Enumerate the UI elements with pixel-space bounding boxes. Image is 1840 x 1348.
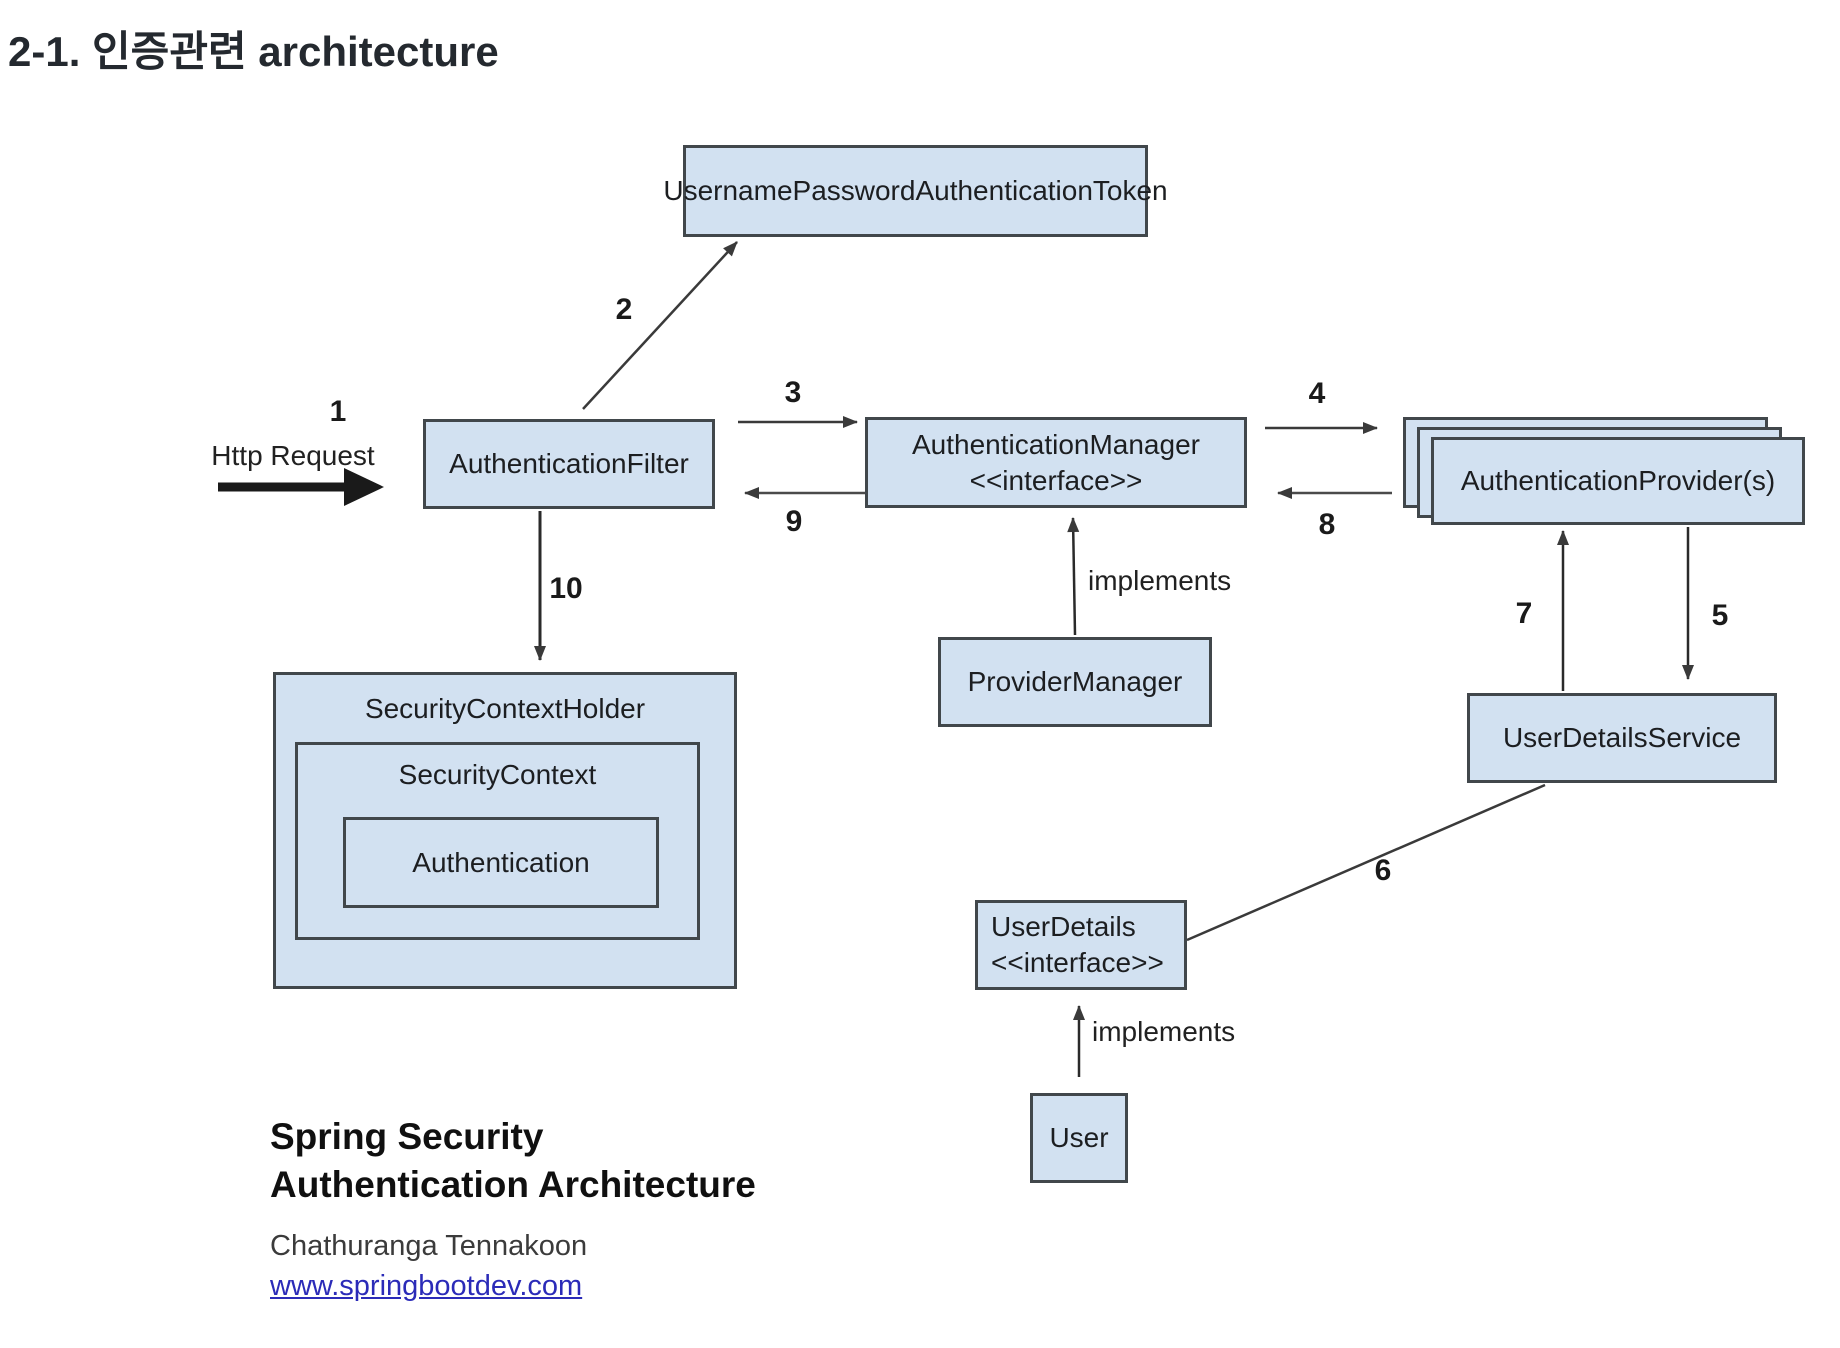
credits-heading: Spring Security Authentication Architect… <box>270 1113 756 1209</box>
website-link[interactable]: www.springbootdev.com <box>270 1270 583 1302</box>
step-2-label: 2 <box>615 293 633 326</box>
credits-heading-line1: Spring Security <box>270 1116 544 1157</box>
step-10-label: 10 <box>549 572 583 605</box>
implements-label-provider-manager: implements <box>1088 565 1232 596</box>
box-label: User <box>1049 1122 1109 1153</box>
step-8-label: 8 <box>1318 508 1336 541</box>
arrow-implements-provider-manager <box>1067 517 1080 636</box>
box-provider-manager: ProviderManager <box>938 637 1212 727</box>
box-label: Authentication <box>412 846 590 878</box>
box-authentication-providers: AuthenticationProvider(s) <box>1431 437 1805 525</box>
box-label: SecurityContext <box>398 759 597 790</box>
box-label: AuthenticationFilter <box>449 448 689 479</box>
box-user: User <box>1030 1093 1128 1183</box>
arrow-http-request <box>218 468 384 506</box>
step-1-label: 1 <box>329 395 347 428</box>
step-7-label: 7 <box>1515 597 1533 630</box>
box-stereotype: <<interface>> <box>991 947 1164 978</box>
box-stereotype: <<interface>> <box>969 464 1143 496</box>
box-label: UserDetailsService <box>1502 722 1742 753</box>
step-9-label: 9 <box>785 505 803 538</box>
box-authentication-manager: AuthenticationManager <<interface>> <box>865 417 1247 508</box>
page-title: 2-1. 인증관련 architecture <box>8 28 499 75</box>
step-3-label: 3 <box>784 376 802 409</box>
step-5-label: 5 <box>1711 599 1729 632</box>
implements-label-user: implements <box>1092 1016 1236 1047</box>
box-label: SecurityContextHolder <box>364 693 646 724</box>
credits-author: Chathuranga Tennakoon <box>270 1230 588 1262</box>
box-username-password-authentication-token: UsernamePasswordAuthenticationToken <box>663 145 1168 237</box>
line-6-userdetails-to-uds <box>1186 783 1546 942</box>
step-4-label: 4 <box>1308 377 1326 410</box>
box-label: ProviderManager <box>967 666 1183 697</box>
box-label: UserDetails <box>991 911 1136 942</box>
credits-heading-line2: Authentication Architecture <box>270 1164 756 1205</box>
http-request-label: Http Request <box>211 440 375 471</box>
step-6-label: 6 <box>1374 854 1392 887</box>
box-user-details-service: UserDetailsService <box>1467 693 1777 783</box>
box-authentication-filter: AuthenticationFilter <box>423 419 715 509</box>
box-user-details: UserDetails <<interface>> <box>975 900 1187 990</box>
box-label: UsernamePasswordAuthenticationToken <box>663 175 1168 206</box>
box-authentication: Authentication <box>343 817 659 908</box>
box-label: AuthenticationManager <box>912 428 1200 460</box>
arrow-2-filter-to-token <box>582 241 738 410</box>
box-label: AuthenticationProvider(s) <box>1460 465 1776 496</box>
